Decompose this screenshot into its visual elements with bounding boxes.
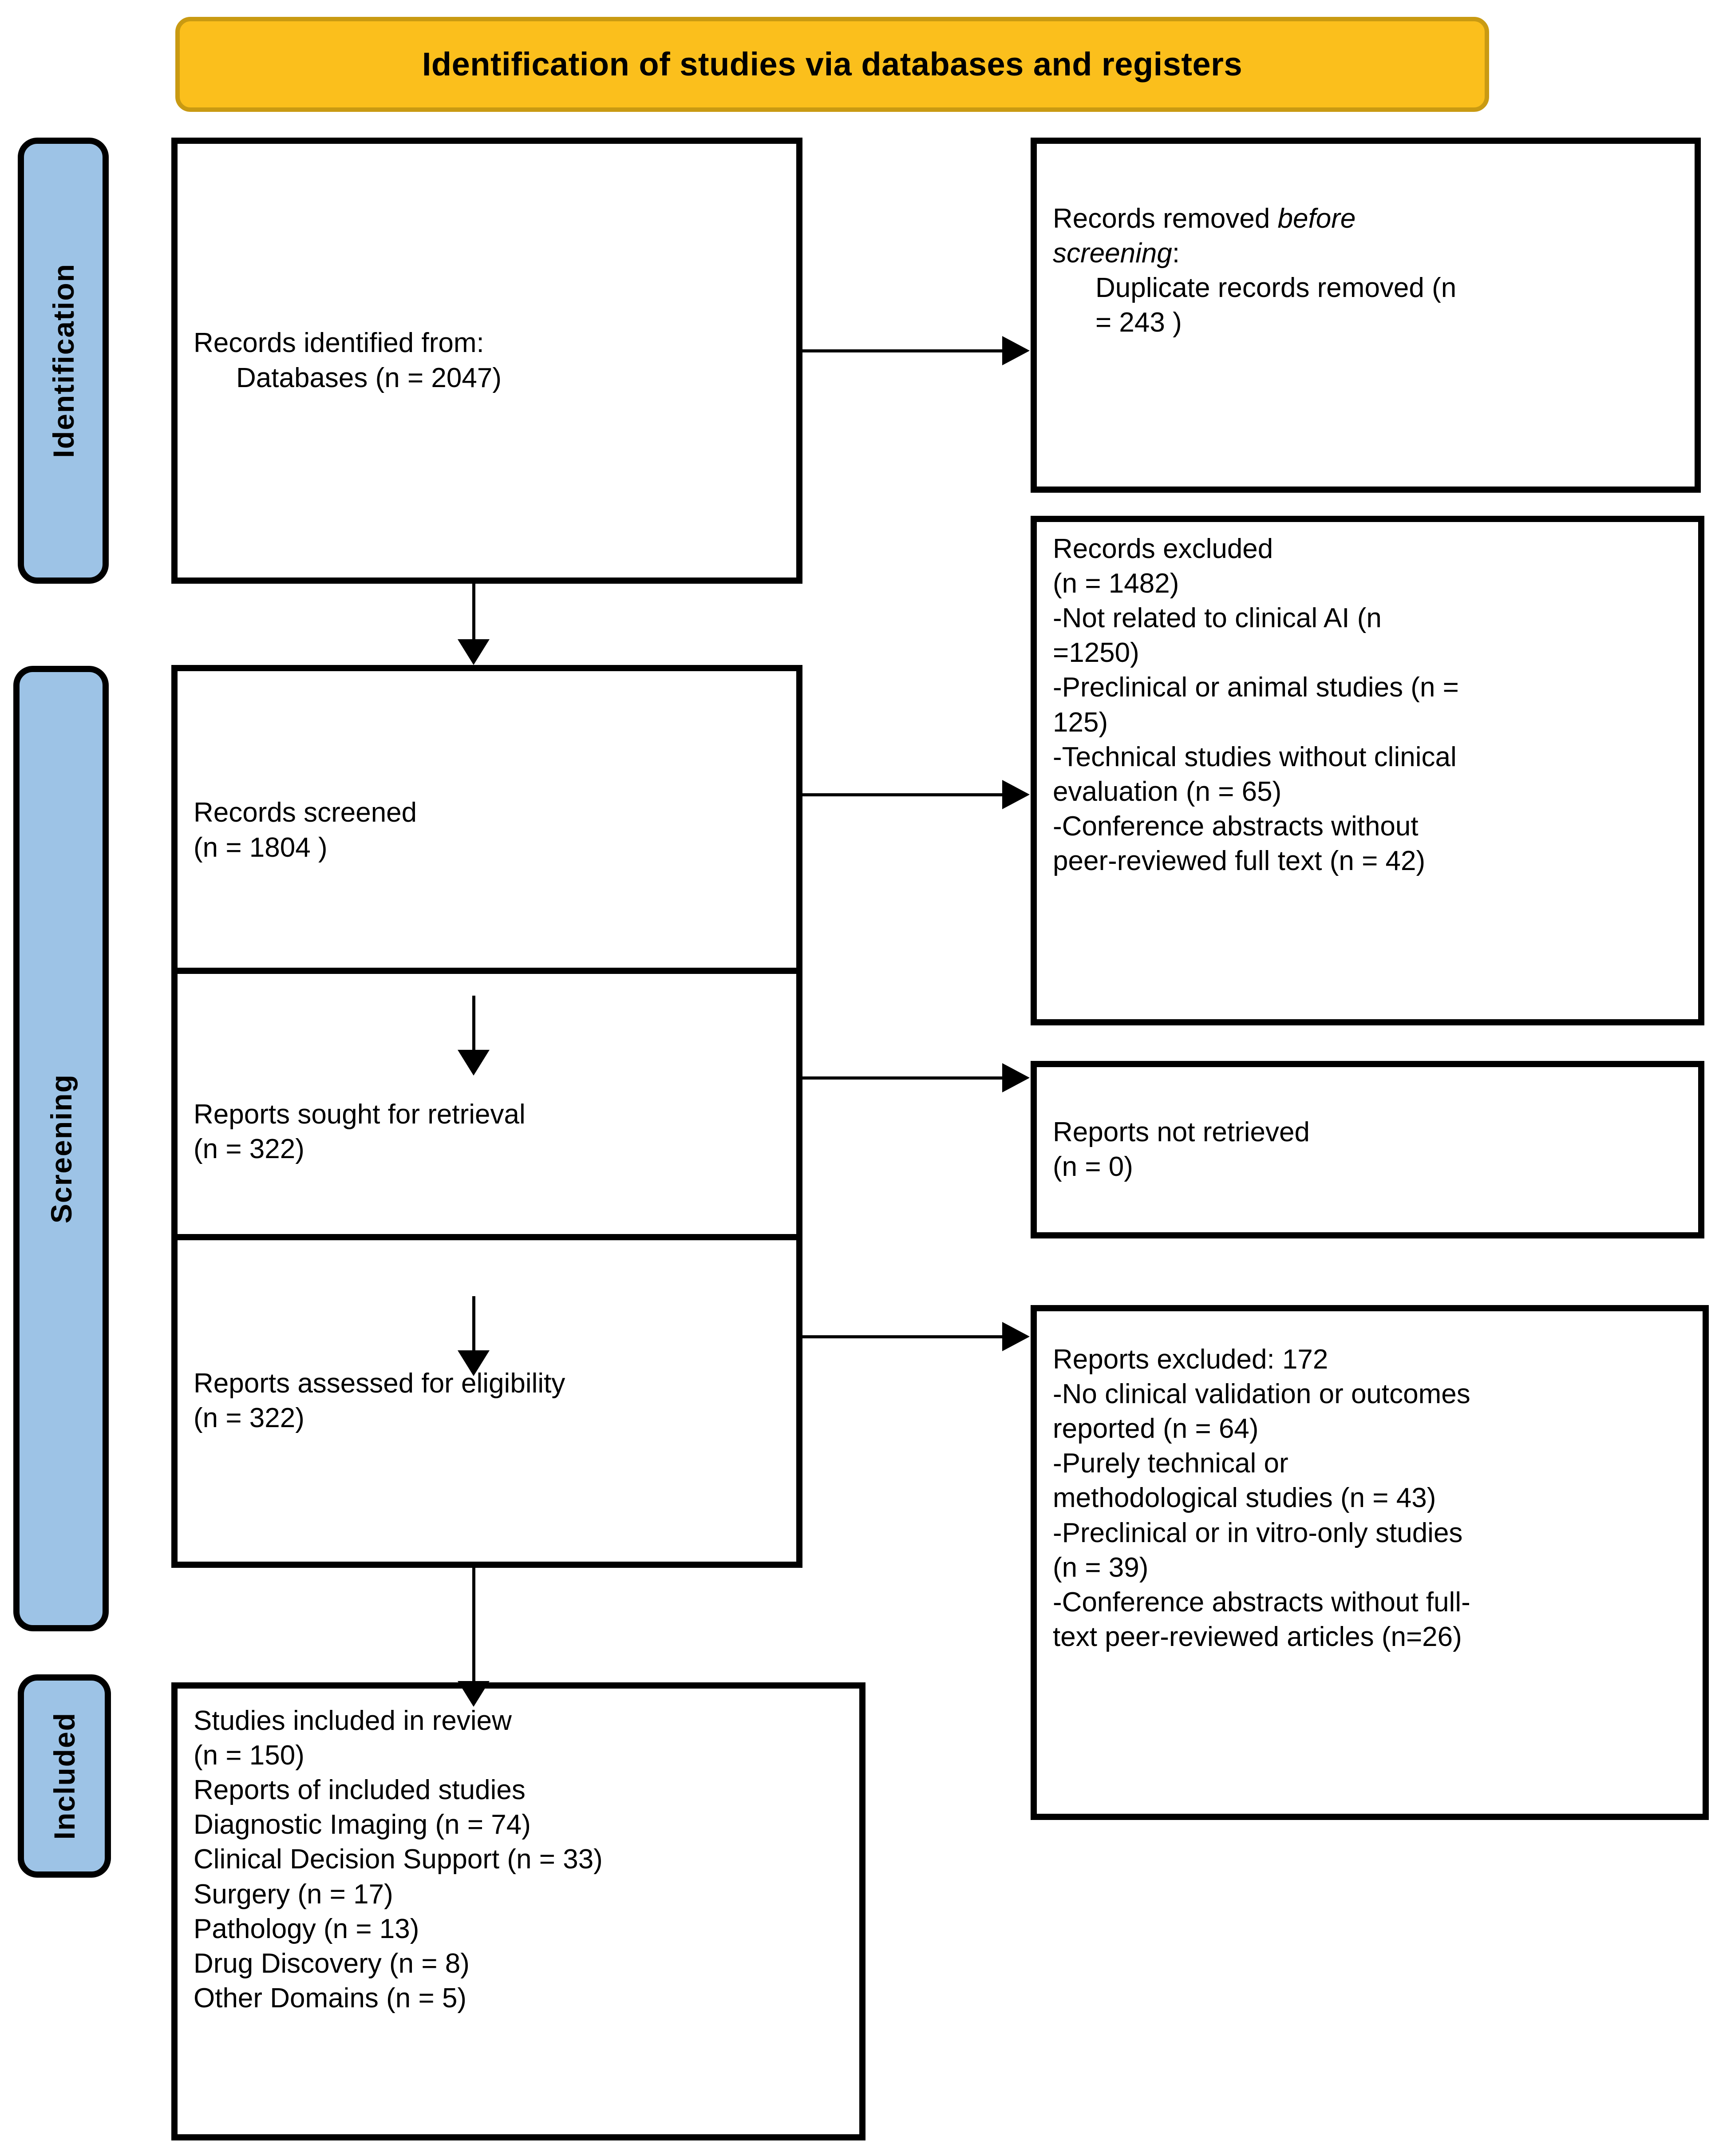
records-identified-line-1: Records identified from:: [194, 328, 484, 359]
studies-included-line-3: Reports of included studies: [194, 1775, 526, 1806]
records-removed-line-1-italic: before: [1277, 203, 1356, 234]
banner-title: Identification of studies via databases …: [422, 46, 1243, 83]
box-records-excluded: Records excluded (n = 1482) -Not related…: [1031, 516, 1704, 1025]
box-studies-included: Studies included in review (n = 150) Rep…: [171, 1682, 865, 2140]
studies-included-line-5: Clinical Decision Support (n = 33): [194, 1844, 603, 1875]
reports-not-retrieved-line-1: Reports not retrieved: [1053, 1116, 1310, 1147]
records-excluded-line-5: -Preclinical or animal studies (n =: [1053, 672, 1459, 703]
records-removed-line-2-plain: :: [1172, 238, 1180, 269]
records-removed-line-4: = 243 ): [1095, 307, 1182, 338]
records-excluded-line-3: -Not related to clinical AI (n: [1053, 603, 1382, 634]
arrow-screened-sought: [458, 1050, 490, 1076]
box-records-identified: Records identified from: Databases (n = …: [171, 138, 802, 584]
box-records-screened: Records screened (n = 1804 ): [171, 665, 802, 996]
connector-screened-to-sought: [472, 996, 475, 1050]
studies-included-line-7: Pathology (n = 13): [194, 1913, 419, 1944]
records-removed-line-2-italic: screening: [1053, 238, 1172, 269]
box-records-removed: Records removed before screening: Duplic…: [1031, 138, 1701, 493]
records-screened-line-2: (n = 1804 ): [194, 832, 328, 863]
reports-excluded-line-1: Reports excluded: 172: [1053, 1344, 1328, 1375]
reports-excluded-line-5: methodological studies (n = 43): [1053, 1483, 1436, 1514]
phase-band-included: Included: [18, 1674, 111, 1878]
arrow-sought-assessed: [458, 1350, 490, 1376]
connector-identified-to-screened: [472, 584, 475, 639]
reports-excluded-line-2: -No clinical validation or outcomes: [1053, 1379, 1470, 1410]
connector-screened-to-records-excluded: [802, 793, 1003, 796]
reports-excluded-line-6: -Preclinical or in vitro-only studies: [1053, 1517, 1463, 1548]
arrow-assessed-included: [458, 1681, 490, 1707]
connector-identified-to-removed: [802, 349, 1003, 352]
connector-sought-to-not-retrieved: [802, 1076, 1003, 1080]
reports-assessed-line-2: (n = 322): [194, 1403, 304, 1433]
records-removed-line-3: Duplicate records removed (n: [1095, 273, 1457, 304]
records-excluded-line-4: =1250): [1053, 637, 1139, 669]
phase-label-included: Included: [48, 1712, 81, 1840]
records-excluded-line-8: evaluation (n = 65): [1053, 776, 1282, 807]
studies-included-line-9: Other Domains (n = 5): [194, 1982, 467, 2014]
reports-excluded-line-4: -Purely technical or: [1053, 1448, 1288, 1479]
arrowhead-identified-to-removed: [1002, 336, 1030, 365]
studies-included-line-6: Surgery (n = 17): [194, 1879, 393, 1910]
arrowhead-sought-to-not-retrieved: [1002, 1063, 1030, 1092]
reports-sought-line-2: (n = 322): [194, 1134, 304, 1164]
arrowhead-screened-to-records-excluded: [1002, 780, 1030, 809]
phase-band-screening: Screening: [13, 666, 109, 1631]
studies-included-line-4: Diagnostic Imaging (n = 74): [194, 1809, 531, 1840]
reports-excluded-line-7: (n = 39): [1053, 1552, 1149, 1583]
reports-excluded-line-3: reported (n = 64): [1053, 1413, 1259, 1444]
records-excluded-line-7: -Technical studies without clinical: [1053, 741, 1457, 772]
records-excluded-line-1: Records excluded: [1053, 534, 1273, 564]
reports-assessed-line-1: Reports assessed for eligibility: [194, 1368, 565, 1399]
connector-sought-to-assessed: [472, 1296, 475, 1350]
records-identified-line-2: Databases (n = 2047): [236, 362, 502, 393]
studies-included-line-8: Drug Discovery (n = 8): [194, 1948, 470, 1979]
reports-not-retrieved-line-2: (n = 0): [1053, 1151, 1133, 1182]
box-reports-assessed: Reports assessed for eligibility (n = 32…: [171, 1234, 802, 1568]
records-excluded-line-9: -Conference abstracts without: [1053, 811, 1419, 842]
reports-excluded-line-8: -Conference abstracts without full-: [1053, 1586, 1470, 1618]
phase-band-identification: Identification: [18, 138, 109, 584]
reports-excluded-line-9: text peer-reviewed articles (n=26): [1053, 1621, 1462, 1652]
diagram-header-banner: Identification of studies via databases …: [175, 17, 1489, 112]
records-screened-line-1: Records screened: [194, 797, 417, 828]
phase-label-identification: Identification: [47, 263, 80, 458]
records-removed-line-1-plain: Records removed: [1053, 203, 1278, 234]
records-excluded-line-10: peer-reviewed full text (n = 42): [1053, 845, 1426, 876]
connector-assessed-to-reports-excluded: [802, 1335, 1003, 1338]
phase-label-screening: Screening: [44, 1073, 78, 1224]
arrowhead-assessed-to-reports-excluded: [1002, 1322, 1030, 1351]
connector-assessed-to-included: [472, 1568, 475, 1681]
records-excluded-line-2: (n = 1482): [1053, 568, 1179, 599]
records-excluded-line-6: 125): [1053, 707, 1108, 738]
box-reports-not-retrieved: Reports not retrieved (n = 0): [1031, 1061, 1704, 1238]
studies-included-line-1: Studies included in review: [194, 1705, 512, 1736]
arrow-identified-screened: [458, 639, 490, 665]
reports-sought-line-1: Reports sought for retrieval: [194, 1099, 526, 1130]
box-reports-excluded: Reports excluded: 172 -No clinical valid…: [1031, 1305, 1709, 1820]
studies-included-line-2: (n = 150): [194, 1740, 304, 1771]
